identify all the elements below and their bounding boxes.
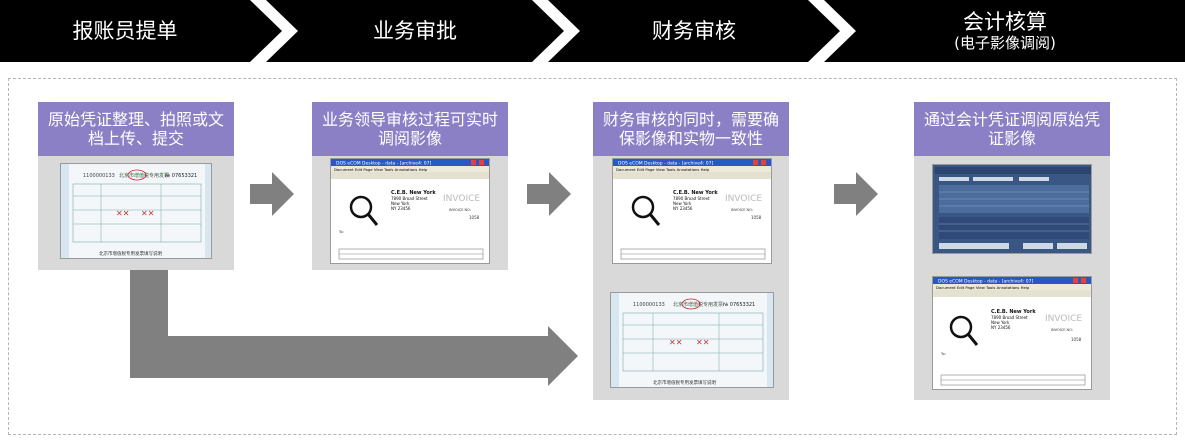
svg-text:NY 23456: NY 23456 <box>991 325 1011 330</box>
viewer-image-2: DOS eCOM Desktop - data - [archive4: 07]… <box>330 158 490 264</box>
svg-text:Document Edit Page View To: Document Edit Page View Tools Annotation… <box>616 167 710 172</box>
flow-arrow-3 <box>834 172 878 216</box>
svg-text:New York: New York <box>991 320 1010 325</box>
svg-text:DOS eCOM Desktop - data - [arc: DOS eCOM Desktop - data - [archive4: 07] <box>938 279 1034 285</box>
card-4-head: 通过会计凭证调阅原始凭证影像 <box>914 102 1110 156</box>
step-3: 财务审核 <box>580 0 808 62</box>
step-4-label: 会计核算 <box>963 10 1047 34</box>
svg-text:INVOICE NO:: INVOICE NO: <box>449 208 471 212</box>
flow-arrow-2 <box>527 172 571 216</box>
viewer-image-4: DOS eCOM Desktop - data - [archive4: 07]… <box>932 276 1092 390</box>
step-2-label: 业务审批 <box>373 19 457 43</box>
svg-text:DOS eCOM Desktop - data - [arc: DOS eCOM Desktop - data - [archive4: 07] <box>618 161 714 167</box>
svg-text:INVOICE NO:: INVOICE NO: <box>1051 328 1073 332</box>
viewer-title: DOS eCOM Desktop - data - [archive4: 07] <box>336 161 432 167</box>
receipt-image-3: 1100000133 北京市增值税专用发票 № 07653321 ✕✕ ✕✕ 北… <box>610 292 774 388</box>
svg-text:INVOICE: INVOICE <box>725 194 762 204</box>
receipt-footer: 北京市增值税专用发票填写说明 <box>99 250 162 257</box>
svg-text:✕✕: ✕✕ <box>669 338 682 347</box>
svg-text:1100000133: 1100000133 <box>633 302 665 308</box>
svg-text:1058: 1058 <box>751 215 762 220</box>
svg-text:✕✕: ✕✕ <box>696 338 709 347</box>
svg-text:1058: 1058 <box>1071 337 1082 342</box>
viewer-image-3: DOS eCOM Desktop - data - [archive4: 07]… <box>612 158 772 264</box>
svg-text:C.E.B. New York: C.E.B. New York <box>673 190 718 196</box>
svg-text:New York: New York <box>391 201 410 206</box>
chevron-step-1 <box>0 0 282 62</box>
receipt-title: 北京市增值税专用发票 <box>119 172 169 179</box>
svg-text:C.E.B. New York: C.E.B. New York <box>991 309 1036 315</box>
step-3-label: 财务审核 <box>652 19 736 43</box>
flow-arrow-1 <box>250 172 294 216</box>
step-1-label: 报账员提单 <box>72 19 178 43</box>
svg-text:北京市增值税专用发票: 北京市增值税专用发票 <box>673 301 723 308</box>
svg-text:✕✕: ✕✕ <box>141 209 154 218</box>
viewer-company: C.E.B. New York <box>391 190 436 196</box>
svg-text:北京市增值税专用发票填写说明: 北京市增值税专用发票填写说明 <box>653 379 716 386</box>
viewer-invoice: INVOICE <box>443 194 480 204</box>
svg-text:7890 Broad Street: 7890 Broad Street <box>391 196 428 201</box>
step-1: 报账员提单 <box>0 0 250 62</box>
svg-text:1058: 1058 <box>469 215 480 220</box>
svg-text:7890 Broad Street: 7890 Broad Street <box>991 315 1028 320</box>
svg-text:INVOICE NO:: INVOICE NO: <box>731 208 753 212</box>
step-4: 会计核算 (电子影像调阅) <box>860 0 1150 62</box>
process-frame <box>8 78 1177 435</box>
step-4-sublabel: (电子影像调阅) <box>954 34 1056 52</box>
svg-text:7890 Broad Street: 7890 Broad Street <box>673 196 710 201</box>
viewer-menu: Document Edit Page View Tools Annotation… <box>334 167 428 172</box>
svg-text:New York: New York <box>673 201 692 206</box>
svg-text:✕✕: ✕✕ <box>116 209 129 218</box>
receipt-image-1: 1100000133 北京市增值税专用发票 № 07653321 ✕✕ ✕✕ 北… <box>60 163 212 259</box>
svg-text:Document Edit Page View To: Document Edit Page View Tools Annotation… <box>936 285 1030 290</box>
chevron-step-2 <box>266 0 564 62</box>
svg-text:To:: To: <box>940 352 946 356</box>
svg-text:NY 23456: NY 23456 <box>391 206 411 211</box>
chevron-step-4 <box>824 0 1185 62</box>
voucher-image-4 <box>932 164 1092 254</box>
step-2: 业务审批 <box>298 0 532 62</box>
card-3-head: 财务审核的同时，需要确保影像和实物一致性 <box>593 102 789 156</box>
process-chevron-bar <box>0 0 1185 62</box>
chevron-step-3 <box>548 0 840 62</box>
svg-text:INVOICE: INVOICE <box>1045 314 1082 324</box>
receipt-no: № 07653321 <box>165 173 197 179</box>
svg-text:NY 23456: NY 23456 <box>673 206 693 211</box>
card-1-head: 原始凭证整理、拍照或文档上传、提交 <box>38 102 234 156</box>
svg-text:№ 07653321: № 07653321 <box>723 302 755 308</box>
card-2-head: 业务领导审核过程可实时调阅影像 <box>312 102 508 156</box>
receipt-number: 1100000133 <box>83 173 115 179</box>
svg-text:To:: To: <box>338 230 344 234</box>
